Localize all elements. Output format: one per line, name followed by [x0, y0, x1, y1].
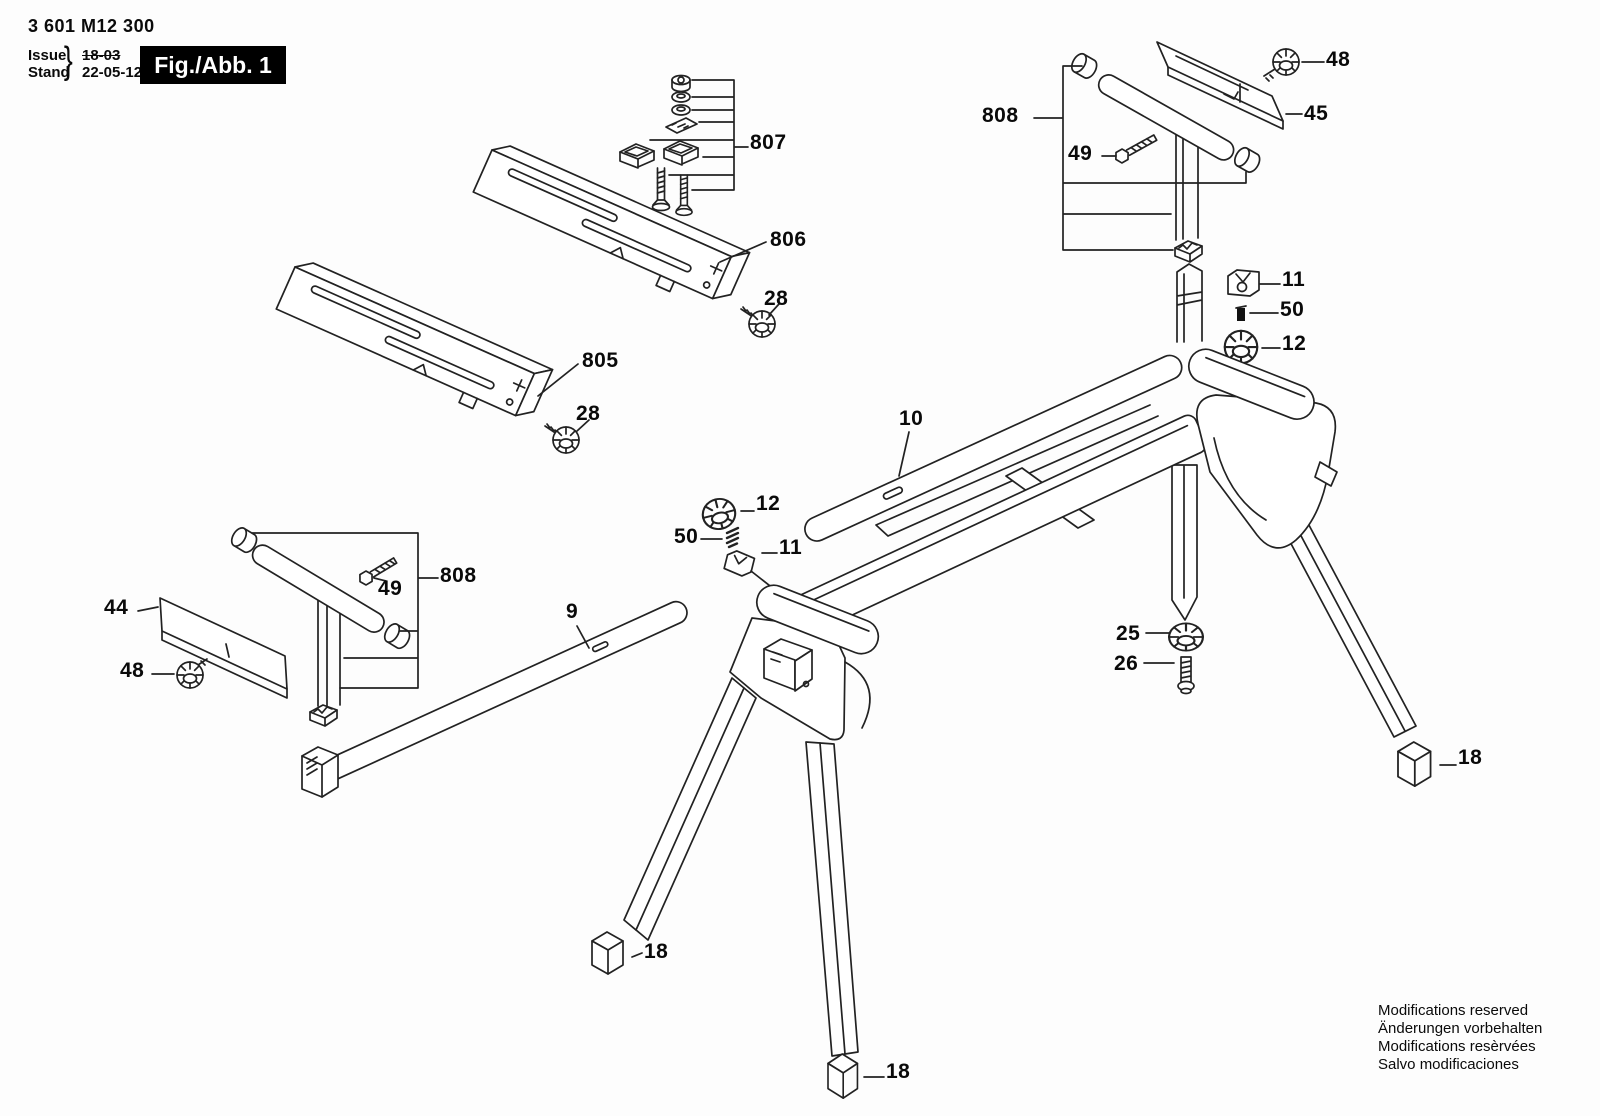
v-block-11 — [1227, 269, 1260, 297]
knob-screw-28 — [544, 423, 580, 454]
bolt-49 — [1115, 134, 1158, 164]
roller-tube — [1097, 74, 1235, 161]
foot-18 — [591, 931, 624, 975]
notice-line-de: Änderungen vorbehalten — [1378, 1020, 1543, 1037]
extension-arm-806 — [467, 139, 776, 338]
roller-assembly-808-left — [159, 524, 439, 727]
stand-value: 22-05-12 — [82, 64, 143, 81]
left-pad — [755, 584, 880, 655]
callout-11-left: 11 — [779, 536, 803, 559]
rail-end-box — [301, 746, 339, 798]
callout-805: 805 — [582, 349, 619, 372]
notice-line-es: Salvo modificaciones — [1378, 1056, 1519, 1073]
issue-label: Issue — [28, 47, 67, 64]
star-knob-12 — [698, 494, 740, 534]
callout-808-left: 808 — [440, 564, 477, 587]
end-cap — [380, 620, 414, 652]
figure-title: Fig./Abb. 1 — [140, 46, 286, 84]
leader-lines — [137, 61, 1457, 1078]
callout-9: 9 — [566, 600, 579, 623]
callout-10: 10 — [899, 407, 924, 430]
rail-9 — [301, 600, 688, 798]
callout-18-center: 18 — [886, 1060, 911, 1083]
clamp-parts-right — [1176, 263, 1260, 365]
callout-806: 806 — [770, 228, 807, 251]
callout-45: 45 — [1304, 102, 1329, 125]
top-tube-10 — [804, 354, 1183, 542]
clamp-clip — [1174, 240, 1203, 263]
callout-28-top: 28 — [764, 287, 789, 310]
issue-value: 18-03 — [82, 47, 121, 64]
latch-tab — [1314, 461, 1338, 487]
callout-44: 44 — [104, 596, 129, 619]
callout-bracket-807 — [649, 79, 749, 191]
callout-50-left: 50 — [674, 525, 699, 548]
end-cap — [1231, 144, 1264, 176]
roller-tube — [251, 544, 385, 633]
callout-50-right: 50 — [1280, 298, 1305, 321]
clamp-block — [663, 140, 699, 166]
callout-49-top: 49 — [1068, 142, 1093, 165]
v-block-11 — [723, 550, 756, 577]
post-top — [1176, 263, 1203, 343]
callout-bracket-808 — [1033, 65, 1247, 251]
knob-48 — [176, 658, 208, 689]
callout-bracket-808 — [251, 532, 439, 689]
stop-plate-45 — [1156, 41, 1284, 122]
carriage-bolt — [651, 167, 671, 212]
callout-48-left: 48 — [120, 659, 145, 682]
callout-49-left: 49 — [378, 577, 403, 600]
foot-18 — [827, 1053, 859, 1099]
bolt-26 — [1177, 656, 1195, 695]
callout-25: 25 — [1116, 622, 1141, 645]
right-bracket — [1196, 394, 1337, 549]
roller-assembly-808-top — [1033, 41, 1300, 263]
extension-arm-805 — [270, 256, 580, 454]
clamp-clip — [309, 704, 338, 727]
notice-line-en: Modifications reserved — [1378, 1002, 1529, 1019]
stand-frame — [591, 348, 1432, 1099]
callout-12-left: 12 — [756, 492, 781, 515]
knob-screw-28 — [740, 306, 776, 338]
right-pad — [1187, 348, 1315, 420]
carriage-bolt — [675, 174, 693, 217]
spring-50 — [725, 526, 740, 549]
hardware-group-807 — [619, 74, 749, 217]
callout-12-right: 12 — [1282, 332, 1307, 355]
callout-48-top: 48 — [1326, 48, 1351, 71]
callout-11-right: 11 — [1282, 268, 1306, 291]
bolt-49 — [359, 557, 398, 586]
callout-28-bottom: 28 — [576, 402, 601, 425]
callout-18-right: 18 — [1458, 746, 1483, 769]
foot-18 — [1397, 741, 1432, 787]
notice-line-fr: Modifications resèrvées — [1378, 1038, 1536, 1055]
star-nut-25 — [1167, 622, 1205, 652]
date-brace: } — [63, 40, 73, 82]
callout-808-top: 808 — [982, 104, 1019, 127]
clamp-block — [619, 143, 655, 169]
callout-26: 26 — [1114, 652, 1139, 675]
rail-socket-boss — [763, 638, 813, 692]
modifications-notice: Modifications reserved Änderungen vorbeh… — [1378, 1002, 1542, 1074]
stand-label: Stand — [28, 64, 70, 81]
pin-50 — [1235, 305, 1247, 321]
callout-18-left: 18 — [644, 940, 669, 963]
callout-807: 807 — [750, 131, 787, 154]
knob-48 — [1263, 48, 1300, 82]
document-part-number: 3 601 M12 300 — [28, 16, 155, 36]
